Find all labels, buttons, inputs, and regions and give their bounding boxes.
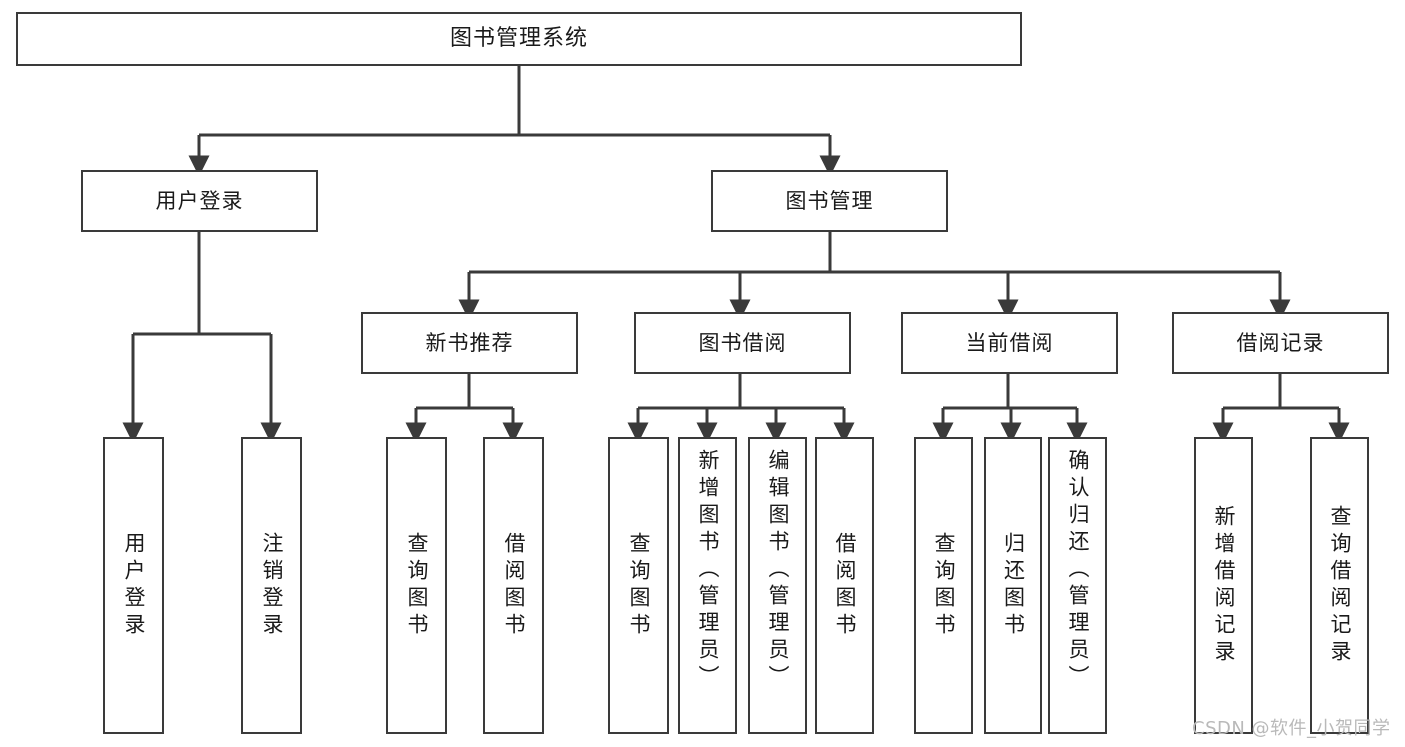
node-leaf-borrow-book-rec[interactable]: 借阅图书	[483, 437, 544, 734]
node-label: 查询图书	[405, 531, 429, 640]
node-label: 新增图书（管理员）	[696, 449, 720, 692]
node-label: 当前借阅	[965, 330, 1054, 355]
node-leaf-logout[interactable]: 注销登录	[241, 437, 302, 734]
node-leaf-borrow-book[interactable]: 借阅图书	[815, 437, 874, 734]
node-leaf-query-book-rec[interactable]: 查询图书	[386, 437, 447, 734]
node-leaf-user-login[interactable]: 用户登录	[103, 437, 164, 734]
node-leaf-return-book[interactable]: 归还图书	[984, 437, 1042, 734]
node-user-login[interactable]: 用户登录	[81, 170, 318, 232]
node-borrow-record[interactable]: 借阅记录	[1172, 312, 1389, 374]
node-leaf-confirm-return[interactable]: 确认归还（管理员）	[1048, 437, 1107, 734]
node-label: 图书管理	[785, 188, 874, 213]
node-label: 查询图书	[932, 531, 956, 640]
node-root-system[interactable]: 图书管理系统	[16, 12, 1022, 66]
node-label: 确认归还（管理员）	[1066, 449, 1090, 692]
node-book-manage[interactable]: 图书管理	[711, 170, 948, 232]
csdn-watermark: CSDN @软件_小贺同学	[1192, 718, 1391, 739]
node-label: 借阅图书	[502, 531, 526, 640]
node-leaf-add-record[interactable]: 新增借阅记录	[1194, 437, 1253, 734]
node-label: 用户登录	[155, 188, 244, 213]
node-book-borrow[interactable]: 图书借阅	[634, 312, 851, 374]
node-leaf-edit-book[interactable]: 编辑图书（管理员）	[748, 437, 807, 734]
node-label: 图书管理系统	[449, 26, 588, 52]
node-label: 借阅记录	[1236, 330, 1325, 355]
node-label: 图书借阅	[698, 330, 787, 355]
node-leaf-query-record[interactable]: 查询借阅记录	[1310, 437, 1369, 734]
node-label: 新书推荐	[425, 330, 514, 355]
node-label: 注销登录	[260, 531, 284, 640]
node-leaf-query-book-borrow[interactable]: 查询图书	[608, 437, 669, 734]
node-label: 借阅图书	[833, 531, 857, 640]
node-new-book-rec[interactable]: 新书推荐	[361, 312, 578, 374]
node-current-borrow[interactable]: 当前借阅	[901, 312, 1118, 374]
node-leaf-add-book[interactable]: 新增图书（管理员）	[678, 437, 737, 734]
node-label: 查询图书	[627, 531, 651, 640]
node-label: 用户登录	[122, 531, 146, 640]
node-leaf-query-book-cur[interactable]: 查询图书	[914, 437, 973, 734]
node-label: 查询借阅记录	[1328, 504, 1352, 667]
node-label: 编辑图书（管理员）	[766, 449, 790, 692]
node-label: 归还图书	[1001, 531, 1026, 640]
node-label: 新增借阅记录	[1212, 504, 1236, 667]
